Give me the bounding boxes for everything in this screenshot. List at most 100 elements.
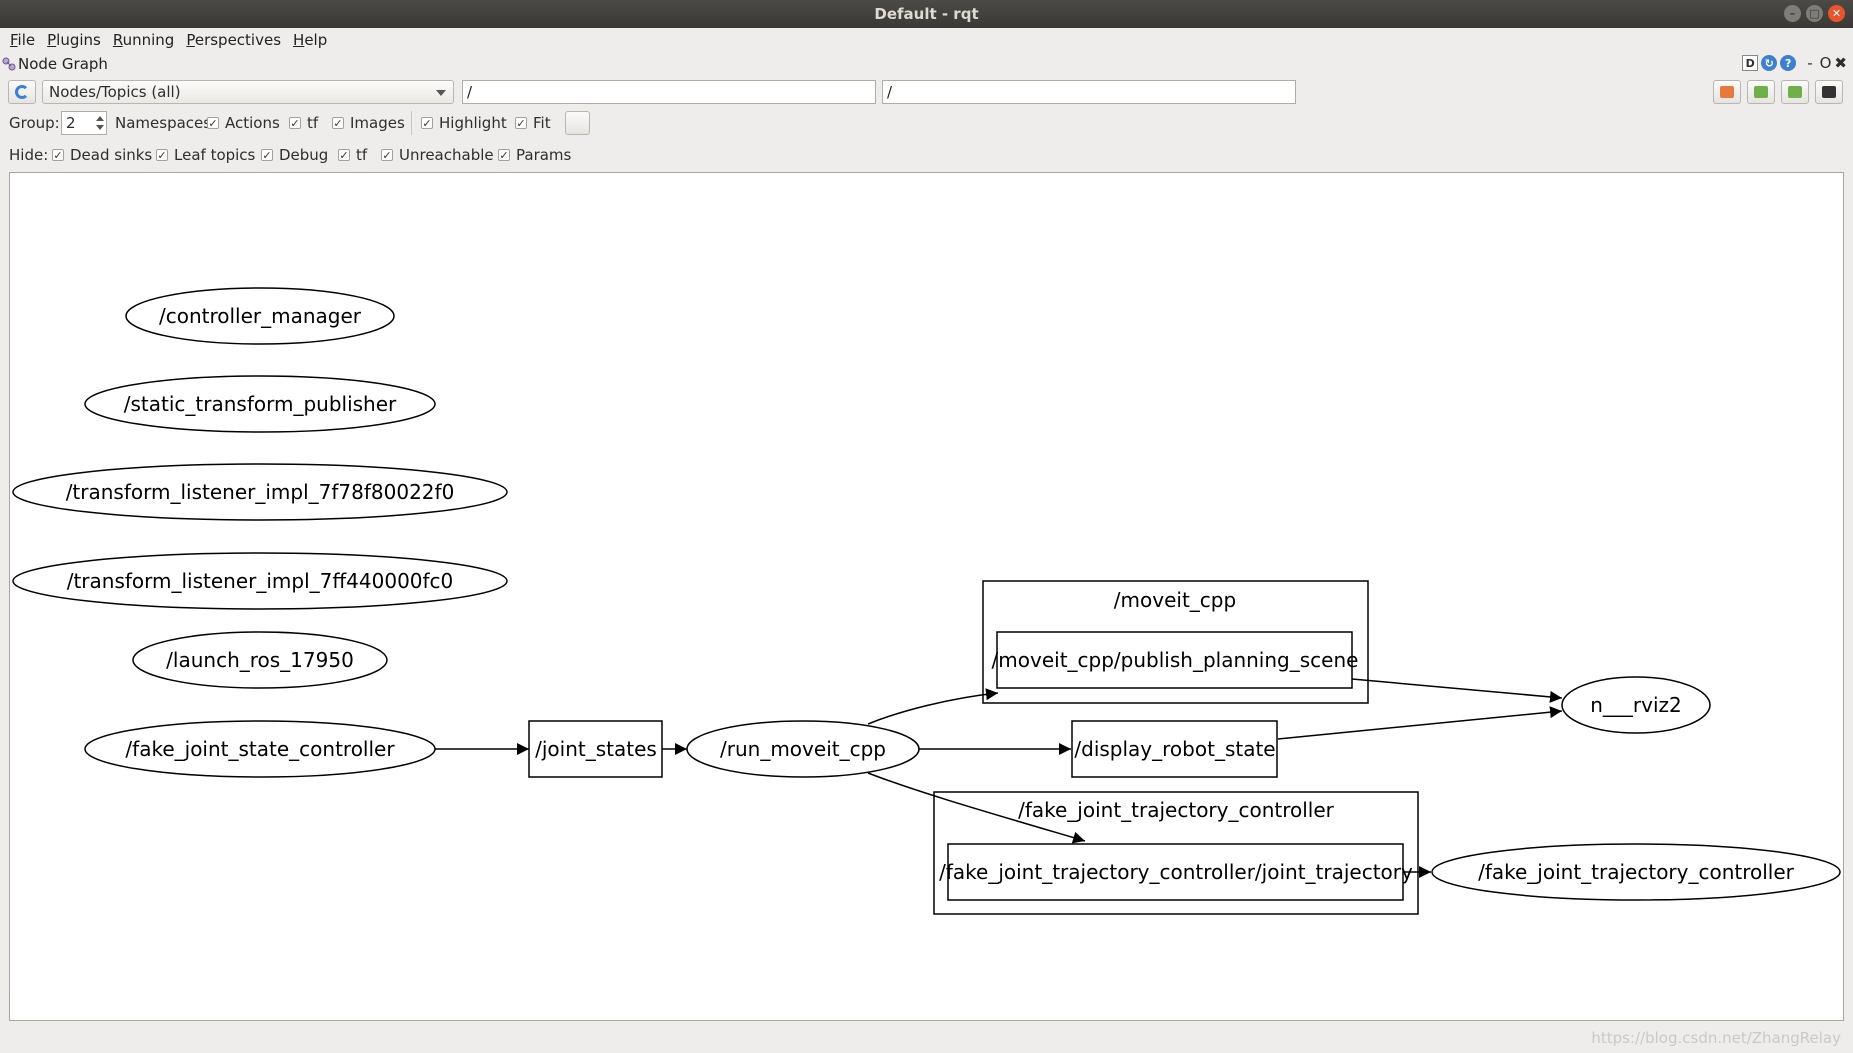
node-controller-manager[interactable]: /controller_manager bbox=[125, 287, 395, 345]
plugin-controls: D ↻ ? - O ✖ bbox=[1742, 54, 1847, 72]
fit-label: Fit bbox=[533, 114, 551, 132]
params-label: Params bbox=[516, 146, 572, 164]
reload-plugin-icon[interactable]: ↻ bbox=[1761, 55, 1778, 71]
maximize-icon[interactable]: □ bbox=[1806, 5, 1823, 22]
save-image-button[interactable] bbox=[1815, 80, 1843, 104]
screenshot-icon bbox=[1822, 86, 1836, 98]
actions-label: Actions bbox=[225, 114, 280, 132]
topic-display-robot-state[interactable]: /display_robot_state bbox=[1071, 720, 1278, 778]
fit-view-button[interactable] bbox=[565, 111, 590, 135]
namespaces-label: Namespaces bbox=[115, 114, 212, 132]
spin-up-icon[interactable] bbox=[96, 116, 104, 121]
hide-tf-checkbox[interactable]: ✓tf bbox=[338, 146, 367, 164]
checkmark-icon: ✓ bbox=[381, 149, 393, 162]
cluster-moveit-cpp bbox=[982, 580, 1369, 704]
node-transform-listener-2[interactable]: /transform_listener_impl_7ff440000fc0 bbox=[12, 552, 508, 610]
debug-checkbox[interactable]: ✓Debug bbox=[261, 146, 328, 164]
params-checkbox[interactable]: ✓Params bbox=[498, 146, 571, 164]
group-spinbox[interactable]: 2 bbox=[61, 111, 107, 135]
leaf-topics-checkbox[interactable]: ✓Leaf topics bbox=[156, 146, 255, 164]
menu-help[interactable]: Help bbox=[293, 31, 328, 49]
topic-label: /fake_joint_trajectory_controller/joint_… bbox=[939, 860, 1413, 884]
dock-icon[interactable]: D bbox=[1742, 55, 1759, 71]
node-label: /static_transform_publisher bbox=[124, 392, 397, 416]
graph-type-select[interactable]: Nodes/Topics (all) bbox=[42, 80, 454, 104]
menu-running[interactable]: Running bbox=[112, 31, 175, 49]
node-label: /transform_listener_impl_7ff440000fc0 bbox=[67, 569, 454, 593]
graph-svg: /moveit_cpp /fake_joint_trajectory_contr… bbox=[12, 287, 1841, 915]
hide-label: Hide: bbox=[9, 146, 49, 164]
topic-label: /joint_states bbox=[535, 737, 657, 761]
checkmark-icon: ✓ bbox=[52, 149, 64, 162]
unreachable-checkbox[interactable]: ✓ Unreachable bbox=[381, 146, 494, 164]
images-checkbox[interactable]: ✓ Images bbox=[332, 114, 405, 132]
topic-joint-trajectory[interactable]: /fake_joint_trajectory_controller/joint_… bbox=[939, 843, 1413, 901]
topic-filter-input[interactable] bbox=[882, 80, 1296, 104]
topic-joint-states[interactable]: /joint_states bbox=[528, 720, 663, 778]
save-dot-button[interactable] bbox=[1747, 80, 1775, 104]
menu-file[interactable]: File bbox=[10, 31, 36, 49]
node-fake-joint-state-controller[interactable]: /fake_joint_state_controller bbox=[84, 720, 436, 778]
node-transform-listener-1[interactable]: /transform_listener_impl_7f78f80022f0 bbox=[12, 463, 508, 521]
spin-down-icon[interactable] bbox=[96, 125, 104, 130]
menu-perspectives[interactable]: Perspectives bbox=[186, 31, 282, 49]
leaf-topics-label: Leaf topics bbox=[174, 146, 256, 164]
minimize-icon[interactable]: – bbox=[1784, 5, 1801, 22]
graph-canvas[interactable]: /moveit_cpp /fake_joint_trajectory_contr… bbox=[9, 172, 1844, 1021]
window-titlebar: Default - rqt – □ ✕ bbox=[0, 0, 1853, 28]
help-icon[interactable]: ? bbox=[1780, 55, 1797, 71]
node-graph-icon bbox=[2, 57, 16, 71]
tf-checkbox[interactable]: ✓tf bbox=[289, 114, 318, 132]
node-fake-joint-trajectory-controller[interactable]: /fake_joint_trajectory_controller bbox=[1431, 843, 1841, 901]
highlight-label: Highlight bbox=[439, 114, 507, 132]
float-plugin-icon[interactable]: O bbox=[1819, 54, 1832, 72]
refresh-button[interactable] bbox=[8, 80, 36, 104]
minimize-plugin-icon[interactable]: - bbox=[1807, 54, 1813, 72]
unreachable-label: Unreachable bbox=[399, 146, 494, 164]
plugin-title: Node Graph bbox=[18, 55, 108, 73]
close-icon[interactable]: ✕ bbox=[1828, 5, 1845, 22]
fit-checkbox[interactable]: ✓ Fit bbox=[515, 114, 551, 132]
highlight-checkbox[interactable]: ✓ Highlight bbox=[421, 114, 507, 132]
node-launch-ros[interactable]: /launch_ros_17950 bbox=[132, 631, 388, 689]
folder-icon bbox=[1720, 86, 1734, 98]
checkmark-icon: ✓ bbox=[338, 149, 350, 162]
toolbar-row: Nodes/Topics (all) bbox=[0, 80, 1853, 106]
debug-label: Debug bbox=[279, 146, 329, 164]
edge-run-moveit-joint-trajectory bbox=[867, 772, 1086, 844]
node-static-transform-publisher[interactable]: /static_transform_publisher bbox=[84, 375, 436, 433]
node-run-moveit-cpp[interactable]: /run_moveit_cpp bbox=[686, 720, 920, 778]
node-label: n___rviz2 bbox=[1590, 693, 1682, 717]
edge-run-moveit-planning-scene bbox=[867, 688, 999, 725]
checkmark-icon: ✓ bbox=[515, 117, 527, 130]
node-filter-input[interactable] bbox=[462, 80, 876, 104]
save-svg-button[interactable] bbox=[1781, 80, 1809, 104]
window-title: Default - rqt bbox=[874, 5, 979, 23]
dead-sinks-label: Dead sinks bbox=[70, 146, 153, 164]
chevron-down-icon bbox=[436, 90, 446, 96]
node-label: /run_moveit_cpp bbox=[720, 737, 886, 761]
dead-sinks-checkbox[interactable]: ✓ Dead sinks bbox=[52, 146, 152, 164]
node-label: /fake_joint_state_controller bbox=[125, 737, 395, 761]
save-svg-icon bbox=[1788, 86, 1802, 98]
close-plugin-icon[interactable]: ✖ bbox=[1834, 54, 1847, 72]
menu-plugins[interactable]: Plugins bbox=[47, 31, 101, 49]
cluster-fjtc-label: /fake_joint_trajectory_controller bbox=[1018, 798, 1335, 822]
hide-row: Hide: ✓Dead sinks ✓Leaf topics ✓Debug ✓t… bbox=[0, 143, 1853, 165]
separator bbox=[411, 111, 412, 135]
save-image-icon bbox=[1754, 86, 1768, 98]
cluster-fake-joint-trajectory-controller bbox=[933, 791, 1419, 915]
topic-label: /display_robot_state bbox=[1074, 737, 1275, 761]
load-dot-button[interactable] bbox=[1713, 80, 1741, 104]
topic-publish-planning-scene[interactable]: /moveit_cpp/publish_planning_scene bbox=[992, 631, 1359, 689]
checkmark-icon: ✓ bbox=[332, 117, 344, 130]
checkmark-icon: ✓ bbox=[421, 117, 433, 130]
group-value: 2 bbox=[66, 114, 76, 132]
group-label: Group: bbox=[9, 114, 60, 132]
node-label: /controller_manager bbox=[159, 304, 362, 328]
images-label: Images bbox=[350, 114, 405, 132]
node-rviz2[interactable]: n___rviz2 bbox=[1561, 676, 1711, 734]
actions-checkbox[interactable]: ✓Actions bbox=[207, 114, 280, 132]
graph-type-value: Nodes/Topics (all) bbox=[49, 83, 181, 101]
node-label: /fake_joint_trajectory_controller bbox=[1478, 860, 1795, 884]
